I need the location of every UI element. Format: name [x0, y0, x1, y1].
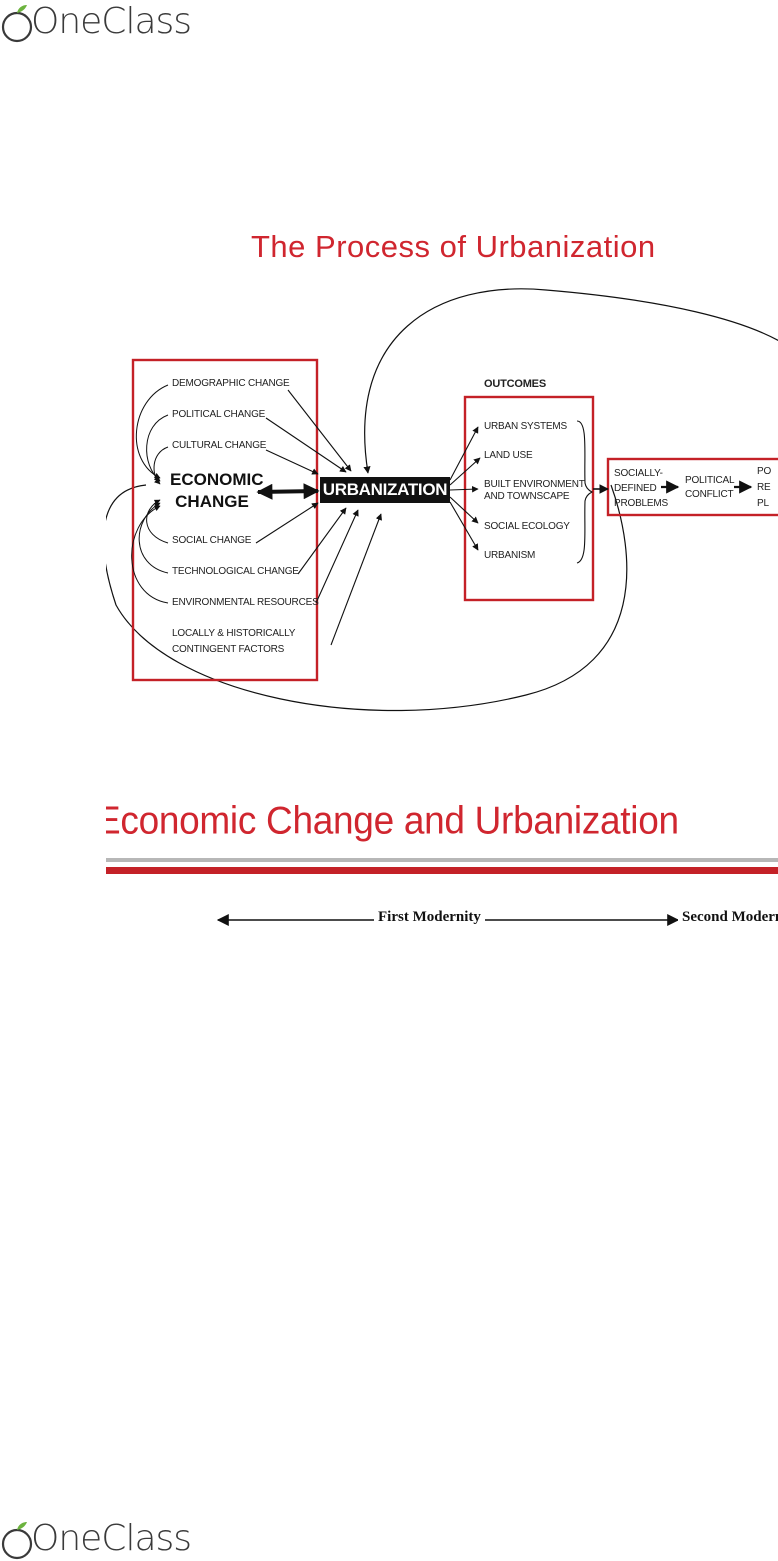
- outcomes-heading: OUTCOMES: [484, 378, 546, 390]
- factor-cultural: CULTURAL CHANGE: [172, 440, 267, 451]
- socially-defined-2: DEFINED: [614, 483, 657, 494]
- factor-social: SOCIAL CHANGE: [172, 535, 252, 546]
- policy-3: PL: [757, 498, 769, 509]
- outcome-land-use: LAND USE: [484, 450, 533, 461]
- political-conflict-1: POLITICAL: [685, 475, 735, 486]
- urbanization-label: URBANIZATION: [320, 477, 450, 503]
- policy-1: PO: [757, 466, 772, 477]
- oneclass-logo-bottom[interactable]: OneClass: [0, 1517, 192, 1561]
- factor-political: POLITICAL CHANGE: [172, 409, 266, 420]
- apple-logo-icon: [1, 5, 33, 43]
- slide2-title: Economic Change and Urbanization: [106, 798, 679, 842]
- socially-defined-1: SOCIALLY-: [614, 468, 663, 479]
- policy-2: RE: [757, 482, 771, 493]
- logo-wordmark: OneClass: [31, 1518, 192, 1559]
- factor-demographic: DEMOGRAPHIC CHANGE: [172, 378, 290, 389]
- red-rule: [106, 867, 778, 874]
- political-conflict-2: CONFLICT: [685, 489, 734, 500]
- outcome-townscape: AND TOWNSCAPE: [484, 491, 570, 502]
- second-modernity-label: Second Moderni: [678, 909, 778, 926]
- logo-wordmark: OneClass: [31, 1, 192, 42]
- socially-defined-3: PROBLEMS: [614, 498, 668, 509]
- slide-process-of-urbanization: The Process of Urbanization DEMOGRAPHIC …: [106, 225, 778, 712]
- factor-locally-historically: LOCALLY & HISTORICALLY: [172, 628, 296, 639]
- oneclass-logo-top[interactable]: OneClass: [0, 0, 192, 44]
- factor-technological: TECHNOLOGICAL CHANGE: [172, 566, 299, 577]
- outcome-built-environment: BUILT ENVIRONMENT: [484, 479, 585, 490]
- outcome-urban-systems: URBAN SYSTEMS: [484, 421, 567, 432]
- outcome-urbanism: URBANISM: [484, 550, 536, 561]
- apple-logo-icon: [1, 1522, 33, 1560]
- first-modernity-label: First Modernity: [374, 909, 485, 926]
- urbanization-diagram: [106, 288, 778, 712]
- factor-contingent: CONTINGENT FACTORS: [172, 644, 285, 655]
- economic-change-label: ECONOMIC CHANGE: [170, 470, 264, 511]
- slide1-title: The Process of Urbanization: [251, 229, 656, 264]
- slide-economic-change: Economic Change and Urbanization First M…: [106, 798, 778, 940]
- gray-rule: [106, 858, 778, 862]
- factor-environmental: ENVIRONMENTAL RESOURCES: [172, 597, 319, 608]
- outcome-social-ecology: SOCIAL ECOLOGY: [484, 521, 570, 532]
